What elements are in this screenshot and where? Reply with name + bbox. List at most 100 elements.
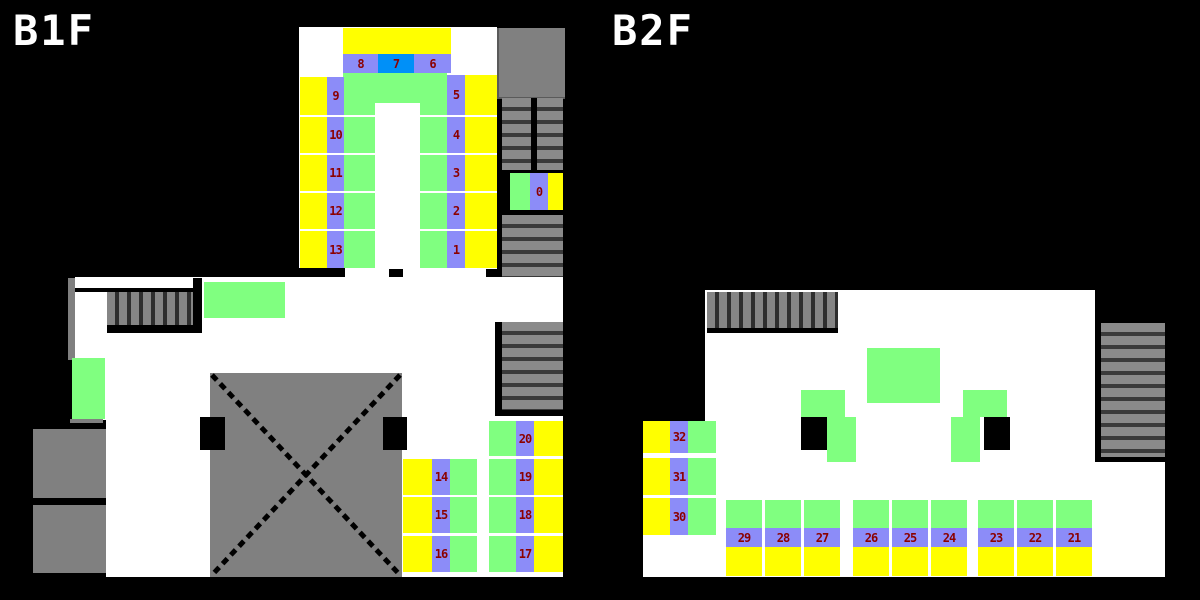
spot-yellow-zone (534, 459, 563, 495)
spot-yellow-zone (978, 547, 1014, 576)
parking-spot-4: 4 (420, 117, 497, 153)
b1f-floor-label: B1F (13, 6, 95, 55)
b1f-stairs-lower-flight (502, 215, 563, 277)
parking-spot-0: 0 (510, 173, 563, 210)
parking-spot-12: 12 (300, 193, 375, 229)
parking-spot-23: 23 (978, 500, 1014, 576)
parking-spot-7-highlighted: 7 (378, 54, 414, 73)
parking-spot-16: 16 (403, 536, 477, 572)
spot-yellow-zone (643, 458, 670, 495)
b1f-left-wall-strip (68, 278, 75, 360)
b2f-right-seat-chair (984, 417, 1010, 450)
spot-number-cell: 5 (447, 75, 465, 115)
spot-green-zone (489, 459, 516, 495)
spot-number-cell: 27 (804, 528, 840, 547)
spot-green-zone (1017, 500, 1053, 528)
b1f-stair-divider-wall (531, 98, 537, 170)
spot-yellow-zone (534, 536, 563, 572)
spot-number-cell: 9 (327, 77, 344, 115)
b1f-doorway-marker (389, 269, 403, 277)
b1f-center-aisle (375, 103, 420, 278)
parking-spot-30: 30 (643, 498, 716, 535)
parking-spot-8: 8 (343, 54, 378, 73)
b2f-right-seat-top (963, 390, 1007, 417)
spot-number-cell: 10 (327, 117, 344, 153)
parking-spot-20: 20 (489, 421, 563, 456)
parking-spot-19: 19 (489, 459, 563, 495)
parking-spot-32: 32 (643, 421, 716, 453)
spot-number-cell: 18 (516, 497, 534, 533)
spot-green-zone (489, 421, 516, 456)
b1f-green-counter (204, 282, 285, 318)
spot-number-cell: 20 (516, 421, 534, 456)
spot-number-cell: 30 (670, 498, 688, 535)
parking-spot-5: 5 (420, 75, 497, 115)
parking-spot-6: 6 (414, 54, 451, 73)
parking-spot-2: 2 (420, 193, 497, 229)
spot-number-cell: 24 (931, 528, 967, 547)
spot-number-cell: 19 (516, 459, 534, 495)
parking-spot-11: 11 (300, 155, 375, 191)
b2f-east-stair-wall (1095, 457, 1165, 462)
spot-green-zone (344, 117, 375, 153)
spot-number-cell: 13 (327, 231, 344, 268)
b1f-pillar-left (200, 417, 225, 450)
parking-spot-3: 3 (420, 155, 497, 191)
parking-spot-9: 9 (300, 77, 375, 115)
b1f-top-spot-row: 8 7 6 (343, 54, 451, 73)
spot-green-zone (931, 500, 967, 528)
b1f-top-yellow-strip (343, 28, 451, 54)
spot-green-zone (688, 498, 716, 535)
b1f-east-stairs (502, 322, 563, 410)
spot-green-zone (765, 500, 801, 528)
spot-number-cell: 2 (447, 193, 465, 229)
spot-number-cell: 15 (432, 497, 450, 533)
spot-number-cell: 23 (978, 528, 1014, 547)
parking-spot-28: 28 (765, 500, 801, 576)
spot-green-zone (688, 421, 716, 453)
spot-yellow-zone (726, 547, 762, 576)
spot-green-zone (450, 536, 477, 572)
b1f-east-stair-wall (495, 410, 563, 416)
parking-spot-18: 18 (489, 497, 563, 533)
b1f-stair-enclosure-wall (193, 278, 202, 333)
x-cross-lines (210, 373, 402, 577)
spot-green-zone (344, 231, 375, 268)
spot-green-zone (978, 500, 1014, 528)
spot-green-zone (489, 536, 516, 572)
parking-spot-21: 21 (1056, 500, 1092, 576)
b2f-east-stair-wall (1095, 323, 1101, 462)
spot-number-cell: 28 (765, 528, 801, 547)
parking-spot-25: 25 (892, 500, 928, 576)
b1f-switchback-stairs-right-flight (537, 98, 563, 170)
spot-yellow-zone (931, 547, 967, 576)
spot-green-zone (344, 155, 375, 191)
spot-green-zone (1056, 500, 1092, 528)
b2f-floor-label: B2F (612, 6, 694, 55)
spot-yellow-zone (643, 498, 670, 535)
spot-green-zone (853, 500, 889, 528)
b1f-stair-enclosure-wall (75, 288, 193, 292)
spot-number-cell: 4 (447, 117, 465, 153)
parking-spot-29: 29 (726, 500, 762, 576)
parking-spot-1: 1 (420, 231, 497, 268)
spot-green-zone (726, 500, 762, 528)
b1f-wall-segment (299, 268, 345, 278)
spot-green-zone (420, 75, 447, 115)
parking-spot-31: 31 (643, 458, 716, 495)
spot-yellow-zone (465, 117, 497, 153)
b1f-green-shelf (72, 358, 105, 419)
spot-yellow-zone (403, 536, 432, 572)
spot-number-cell: 3 (447, 155, 465, 191)
b2f-left-seat-chair (801, 417, 827, 450)
b2f-center-table (867, 348, 940, 403)
parking-spot-24: 24 (931, 500, 967, 576)
b2f-west-stairs (707, 292, 838, 328)
parking-spot-22: 22 (1017, 500, 1053, 576)
spot-yellow-zone (300, 155, 327, 191)
spot-green-zone (344, 77, 375, 115)
parking-spot-26: 26 (853, 500, 889, 576)
spot-number-cell: 12 (327, 193, 344, 229)
spot-yellow-zone (300, 77, 327, 115)
